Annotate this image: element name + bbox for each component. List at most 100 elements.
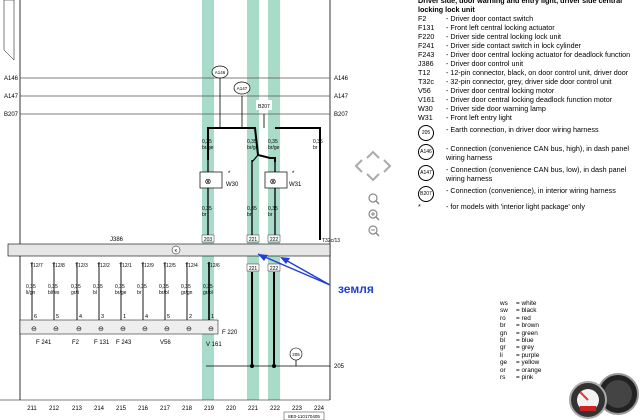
pin-number: 4 bbox=[145, 314, 148, 320]
column-number: 220 bbox=[226, 406, 237, 412]
legend-item: T32c- 32-pin connector, grey, driver sid… bbox=[418, 77, 612, 86]
switch-symbol-icon: ⊖ bbox=[142, 326, 148, 333]
wire-color-key-row: bl= blue bbox=[500, 337, 534, 345]
upper-wire-color: br/ge bbox=[247, 145, 259, 151]
legend-connection-item: A147- Connection (convenience CAN bus, l… bbox=[418, 165, 640, 183]
wire-spec: 0,35 bbox=[71, 284, 81, 290]
pin-number: 1 bbox=[211, 314, 214, 320]
wire-color-key-row: li= purple bbox=[500, 351, 540, 359]
zoom-in-plus-icon[interactable] bbox=[368, 209, 380, 221]
legend-item: V56- Driver door central locking motor bbox=[418, 86, 555, 95]
legend-item: F131- Front left central locking actuato… bbox=[418, 23, 555, 32]
pan-left-arrow-icon[interactable] bbox=[354, 159, 363, 173]
switch-symbol-icon: ⊖ bbox=[186, 326, 192, 333]
component-v161: V 161 bbox=[206, 342, 222, 348]
wire-number-221-bottom: 221 bbox=[249, 266, 258, 272]
pan-right-arrow-icon[interactable] bbox=[383, 159, 392, 173]
legend-item: F2- Driver door contact switch bbox=[418, 14, 534, 23]
connector-t32c-13: T32c/13 bbox=[322, 238, 340, 244]
wire-number-222-top: 222 bbox=[270, 237, 279, 243]
legend-item: T12- 12-pin connector, black, on door co… bbox=[418, 68, 629, 77]
column-number: 217 bbox=[160, 406, 171, 412]
wire-color: bl bbox=[93, 290, 97, 296]
legend-note: * - for models with 'interior light pack… bbox=[418, 202, 585, 211]
connector-label: T12/3 bbox=[75, 263, 88, 269]
upper-wire-spec: 0,35 bbox=[268, 139, 278, 145]
pan-zoom-controls bbox=[354, 150, 392, 237]
control-unit-j386 bbox=[7, 243, 331, 257]
column-number: 216 bbox=[138, 406, 149, 412]
wire-color: gr/bl bbox=[203, 290, 213, 296]
component-f241: F 241 bbox=[36, 340, 52, 346]
upper-wire-spec: 0,35 bbox=[247, 139, 257, 145]
connector-label: T12/2 bbox=[97, 263, 110, 269]
earth-connection-205: 205 bbox=[292, 352, 300, 357]
wire-color-key-row: ge= yellow bbox=[500, 359, 540, 367]
upper-wire-color: br bbox=[268, 212, 273, 218]
pin-number: 6 bbox=[34, 314, 37, 320]
upper-wire-color: br/ge bbox=[202, 145, 214, 151]
wire-color-key-row: sw= black bbox=[500, 307, 537, 315]
column-number: 219 bbox=[204, 406, 215, 412]
bus-label-a146-left: A146 bbox=[4, 76, 19, 82]
pin-number: 1 bbox=[123, 314, 126, 320]
wire-color-key-row: or= orange bbox=[500, 366, 542, 374]
legend-item: V161- Driver door central locking deadlo… bbox=[418, 95, 613, 104]
bus-label-b207-left: B207 bbox=[4, 112, 19, 118]
legend-connection-item: 205- Earth connection, in driver door wi… bbox=[418, 125, 640, 141]
component-f243: F 243 bbox=[116, 340, 132, 346]
wire-color: bl/ws bbox=[48, 290, 60, 296]
svg-text:*: * bbox=[228, 171, 231, 177]
wire-spec: 0,35 bbox=[26, 284, 36, 290]
column-number: 214 bbox=[94, 406, 105, 412]
connection-a146: A146 bbox=[215, 70, 226, 75]
connector-label: T12/1 bbox=[119, 263, 132, 269]
wire-spec: 0,35 bbox=[48, 284, 58, 290]
zoom-in-icon[interactable] bbox=[368, 193, 380, 205]
pin-number: 2 bbox=[189, 314, 192, 320]
column-number: 218 bbox=[182, 406, 193, 412]
switch-symbol-icon: ⊖ bbox=[76, 326, 82, 333]
column-number: 223 bbox=[292, 406, 303, 412]
wire-number-203: 203 bbox=[204, 237, 213, 243]
wire-color: br bbox=[137, 290, 142, 296]
zoom-out-icon[interactable] bbox=[368, 225, 380, 237]
upper-wire-spec: 0,35 bbox=[202, 139, 212, 145]
connection-b207: B207 bbox=[258, 104, 270, 110]
wire-color: gr/gn bbox=[181, 290, 193, 296]
legend-item: F241- Driver side contact switch in lock… bbox=[418, 41, 582, 50]
wire-color-key-row: ws= white bbox=[500, 300, 537, 307]
annotation-zemlya: земля bbox=[338, 282, 374, 296]
upper-wire-color: br bbox=[313, 145, 318, 151]
component-f131: F 131 bbox=[94, 340, 110, 346]
reference-code: 8E0-110170405 bbox=[288, 414, 320, 419]
wire-color-key-row: gn= green bbox=[500, 329, 538, 337]
wire-number-221-top: 221 bbox=[249, 237, 258, 243]
lamp-symbol-w30: ⊗ bbox=[205, 177, 212, 186]
pan-up-arrow-icon[interactable] bbox=[366, 150, 380, 159]
switch-symbol-icon: ⊖ bbox=[208, 326, 214, 333]
column-number: 221 bbox=[248, 406, 259, 412]
component-w30: W30 bbox=[226, 182, 239, 188]
legend-connection-item: A146- Connection (convenience CAN bus, h… bbox=[418, 144, 640, 162]
switch-symbol-icon: ⊖ bbox=[98, 326, 104, 333]
wire-spec: 0,35 bbox=[137, 284, 147, 290]
legend-item: F220- Driver side central locking lock u… bbox=[418, 32, 562, 41]
connector-label: T12/6 bbox=[207, 263, 220, 269]
pin-number: 5 bbox=[56, 314, 59, 320]
column-number: 211 bbox=[27, 406, 37, 412]
wire-color: br/bl bbox=[159, 290, 169, 296]
component-w31: W31 bbox=[289, 182, 302, 188]
wire-color-key-row: ro= red bbox=[500, 314, 531, 322]
wire-color: li/gn bbox=[26, 290, 35, 296]
wire-spec: 0,35 bbox=[93, 284, 103, 290]
wire-spec: 0,35 bbox=[159, 284, 169, 290]
lamp-symbol-w31: ⊗ bbox=[270, 177, 277, 186]
upper-wire-spec: 0,35 bbox=[247, 206, 257, 212]
bus-label-b207-right: B207 bbox=[334, 112, 349, 118]
bus-label-a146-right: A146 bbox=[334, 76, 349, 82]
pin-number: 4 bbox=[79, 314, 82, 320]
switch-symbol-icon: ⊖ bbox=[164, 326, 170, 333]
pan-down-arrow-icon[interactable] bbox=[366, 173, 380, 182]
legend-item: F243- Driver door central locking actuat… bbox=[418, 50, 631, 59]
